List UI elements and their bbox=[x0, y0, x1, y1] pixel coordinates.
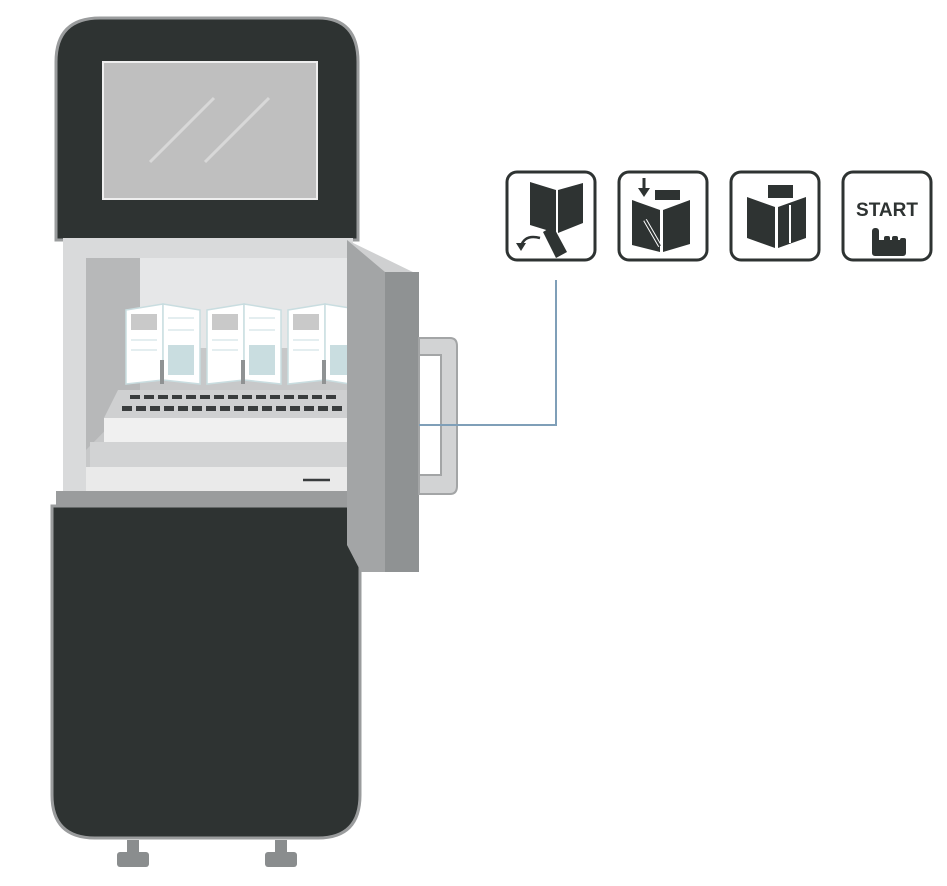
leader-line bbox=[419, 280, 557, 426]
close-cover-icon[interactable] bbox=[729, 170, 821, 262]
start-button-icon[interactable]: START bbox=[841, 170, 933, 262]
scanner-cabinet bbox=[50, 16, 458, 867]
open-door-remove-book-icon[interactable] bbox=[505, 170, 597, 262]
book-cradle bbox=[104, 390, 350, 418]
open-door bbox=[347, 240, 458, 572]
open-book bbox=[287, 303, 351, 385]
display-screen bbox=[102, 61, 318, 200]
open-books bbox=[125, 303, 351, 385]
step-icons: START bbox=[505, 170, 933, 262]
scan-compartment bbox=[63, 238, 353, 500]
start-label: START bbox=[856, 200, 918, 221]
housing-ledge bbox=[56, 491, 356, 507]
open-book bbox=[206, 303, 282, 385]
pointing-hand-icon bbox=[872, 228, 906, 256]
lower-housing bbox=[50, 504, 362, 840]
door-handle bbox=[418, 337, 458, 495]
open-book bbox=[125, 303, 201, 385]
insert-book-icon[interactable] bbox=[617, 170, 709, 262]
cabinet-feet bbox=[117, 840, 297, 867]
cradle-slats bbox=[122, 395, 342, 411]
